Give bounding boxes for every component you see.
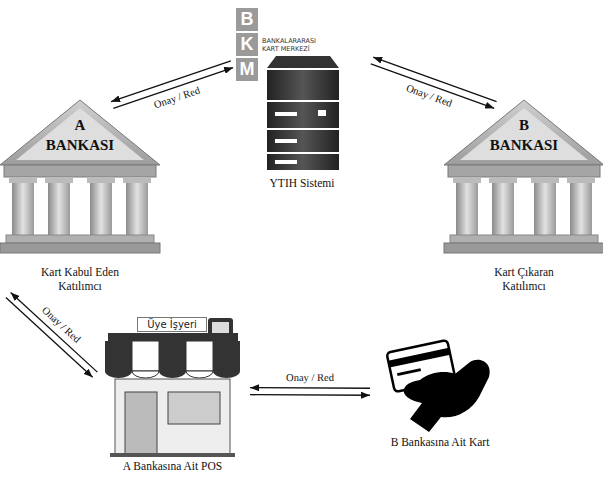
arrow-line (250, 394, 370, 396)
card-caption: B Bankasına Ait Kart (370, 435, 510, 449)
pos-caption: A Bankasına Ait POS (95, 459, 250, 473)
shop-window (168, 392, 220, 424)
participant-caption: Kart Kabul Eden Katılımcı (25, 265, 135, 293)
bank-title: B BANKASI (486, 115, 562, 155)
server-slab (267, 102, 339, 128)
server-slot (275, 112, 297, 116)
card-node: B Bankasına Ait Kart (370, 340, 510, 455)
bank-node: A BANKASI Kart Kabul Eden Katılımcı (0, 105, 165, 295)
bank-title: A BANKASI (42, 115, 118, 155)
logo-letter: M (236, 58, 258, 81)
shop-door (125, 392, 157, 455)
server-slab (267, 130, 339, 152)
awning-bar (108, 333, 238, 341)
server-top (267, 56, 339, 68)
awning-stripe (213, 341, 240, 371)
shop-sign: Üye İşyeri (137, 317, 207, 332)
arrow-line (6, 298, 93, 378)
edge-label: Onay / Red (404, 82, 453, 110)
server-slab (267, 154, 339, 170)
awning-stripe (105, 341, 132, 371)
server-slot (275, 160, 297, 164)
server-icon (267, 56, 339, 170)
awning-scallop (105, 371, 240, 378)
edge-label: Onay / Red (39, 304, 82, 345)
logo-letter: B (236, 8, 258, 31)
logo-subtitle: BANKALARARASI KART MERKEZİ (262, 38, 324, 53)
server-light (318, 110, 326, 116)
arrow-line (250, 387, 370, 389)
pos-screen (212, 322, 229, 333)
logo-letter: K (236, 33, 258, 56)
participant-caption: Kart Çıkaran Katılımcı (474, 265, 574, 293)
awning-stripe (186, 341, 213, 371)
bank-b-building (444, 100, 603, 253)
system-name: YTIH Sistemi (242, 176, 362, 190)
edge-label: Onay / Red (152, 84, 201, 111)
awning-scallop (132, 371, 213, 378)
awning-stripe (132, 341, 159, 371)
message-arrow (250, 388, 370, 396)
card-in-hand (387, 340, 490, 432)
shop-base (110, 453, 235, 457)
server-slab (267, 70, 339, 100)
awning-stripe (159, 341, 186, 371)
hand-shape (404, 360, 490, 432)
pos-node: Üye İşyeri A Bankasına Ait POS (95, 312, 250, 477)
bank-a-building (0, 100, 160, 253)
message-arrow (6, 292, 97, 377)
edge-label: Onay / Red (286, 372, 334, 384)
card-line (397, 368, 421, 376)
bkm-node: BKM BANKALARARASI KART MERKEZİ YTIH Sistem… (232, 5, 372, 190)
shop-body (115, 379, 230, 455)
card-stripe (388, 348, 450, 368)
server-slot (275, 139, 297, 143)
shop-icon (105, 318, 240, 457)
bank-node: B BANKASI Kart Çıkaran Katılımcı (440, 105, 603, 295)
arrow-line (11, 292, 98, 372)
